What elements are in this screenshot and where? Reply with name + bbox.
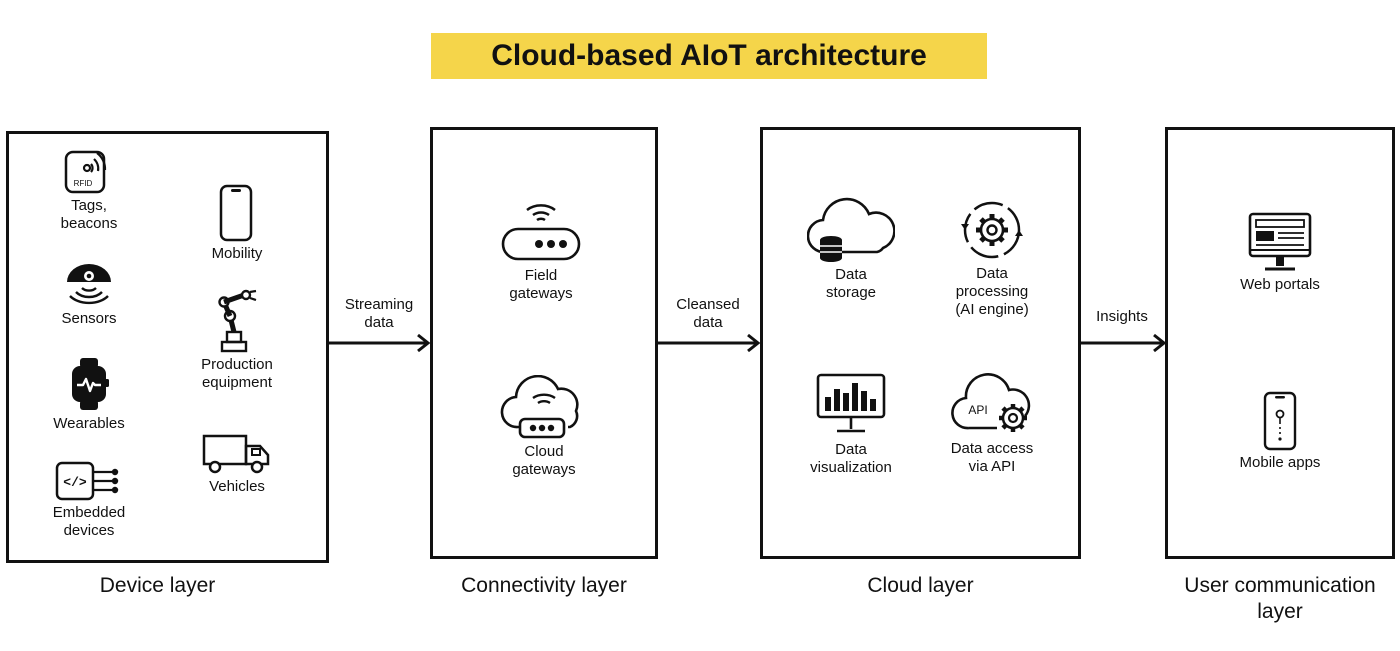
cloud-database-icon [807, 197, 895, 262]
cloud-item-data-storage: Data storage [771, 196, 931, 302]
flow-label-streaming: Streaming data [344, 296, 414, 331]
cloud-item-data-processing: Data processing (AI engine) [912, 199, 1072, 319]
connectivity-item-cloud-gateways: Cloud gateways [464, 375, 624, 479]
connectivity-item-field-gateways: Field gateways [461, 203, 621, 303]
connectivity-item-label: Cloud gateways [512, 443, 576, 478]
embedded-chip-icon: </> [55, 461, 119, 501]
arrow-right-icon [329, 333, 431, 353]
user-layer-label: User communication layer [1184, 574, 1376, 623]
device-item-mobility: Mobility [157, 183, 317, 263]
cloud-item-label: Data storage [825, 266, 877, 301]
user-layer-box [1165, 127, 1395, 559]
cloud-item-data-visualization: Data visualization [771, 371, 931, 477]
device-layer-box [6, 131, 329, 563]
cloud-item-label: Data access via API [950, 440, 1034, 475]
device-item-label: Embedded devices [52, 504, 126, 539]
user-item-label: Mobile apps [1239, 454, 1321, 471]
cloud-gateway-icon [500, 375, 579, 439]
connectivity-layer-box [430, 127, 658, 559]
cloud-layer-box [760, 127, 1081, 559]
cloud-item-data-access-api: API Data access via API [912, 372, 1072, 476]
title-banner: Cloud-based AIoT architecture [431, 33, 987, 79]
truck-icon [202, 434, 270, 474]
cloud-item-label: Data processing (AI engine) [955, 265, 1029, 318]
user-item-web-portals: Web portals [1200, 210, 1360, 294]
device-item-label: Production equipment [201, 356, 273, 391]
device-item-vehicles: Vehicles [157, 430, 317, 496]
device-item-tags-beacons: RFID Tags, beacons [9, 147, 169, 233]
user-item-mobile-apps: Mobile apps [1200, 390, 1360, 472]
sensor-icon [67, 264, 111, 305]
device-item-label: Tags, beacons [60, 197, 118, 232]
flow-label-insights: Insights [1096, 308, 1148, 325]
cloud-api-icon: API [951, 373, 1031, 432]
device-layer-label: Device layer [99, 574, 216, 597]
device-item-production-equipment: Production equipment [157, 288, 317, 392]
device-item-wearables: Wearables [9, 355, 169, 433]
smartwatch-icon [72, 358, 109, 410]
diagram-title: Cloud-based AIoT architecture [491, 39, 927, 72]
device-item-label: Sensors [61, 310, 117, 327]
cloud-layer-label: Cloud layer [867, 574, 974, 597]
connectivity-item-label: Field gateways [509, 267, 573, 302]
device-item-label: Mobility [211, 245, 263, 262]
smartphone-icon [219, 184, 253, 242]
svg-text:</>: </> [63, 475, 87, 490]
mobile-app-icon [1263, 391, 1297, 451]
device-item-embedded-devices: </> Embedded devices [9, 460, 169, 540]
processing-gear-icon [961, 201, 1023, 259]
flow-label-cleansed: Cleansed data [676, 296, 740, 331]
router-icon [501, 204, 581, 261]
api-badge-text: API [968, 403, 987, 417]
connectivity-layer-label: Connectivity layer [461, 574, 627, 597]
rfid-tag-icon: RFID [64, 150, 107, 194]
device-item-sensors: Sensors [9, 262, 169, 328]
robot-arm-icon [218, 289, 257, 353]
device-item-label: Wearables [53, 415, 125, 432]
cloud-item-label: Data visualization [810, 441, 892, 476]
desktop-monitor-icon [1248, 212, 1312, 271]
rfid-badge-text: RFID [74, 179, 93, 188]
bar-chart-monitor-icon [816, 373, 886, 433]
arrow-right-icon [1081, 333, 1167, 353]
user-item-label: Web portals [1240, 276, 1320, 293]
arrow-right-icon [657, 333, 761, 353]
device-item-label: Vehicles [209, 478, 265, 495]
